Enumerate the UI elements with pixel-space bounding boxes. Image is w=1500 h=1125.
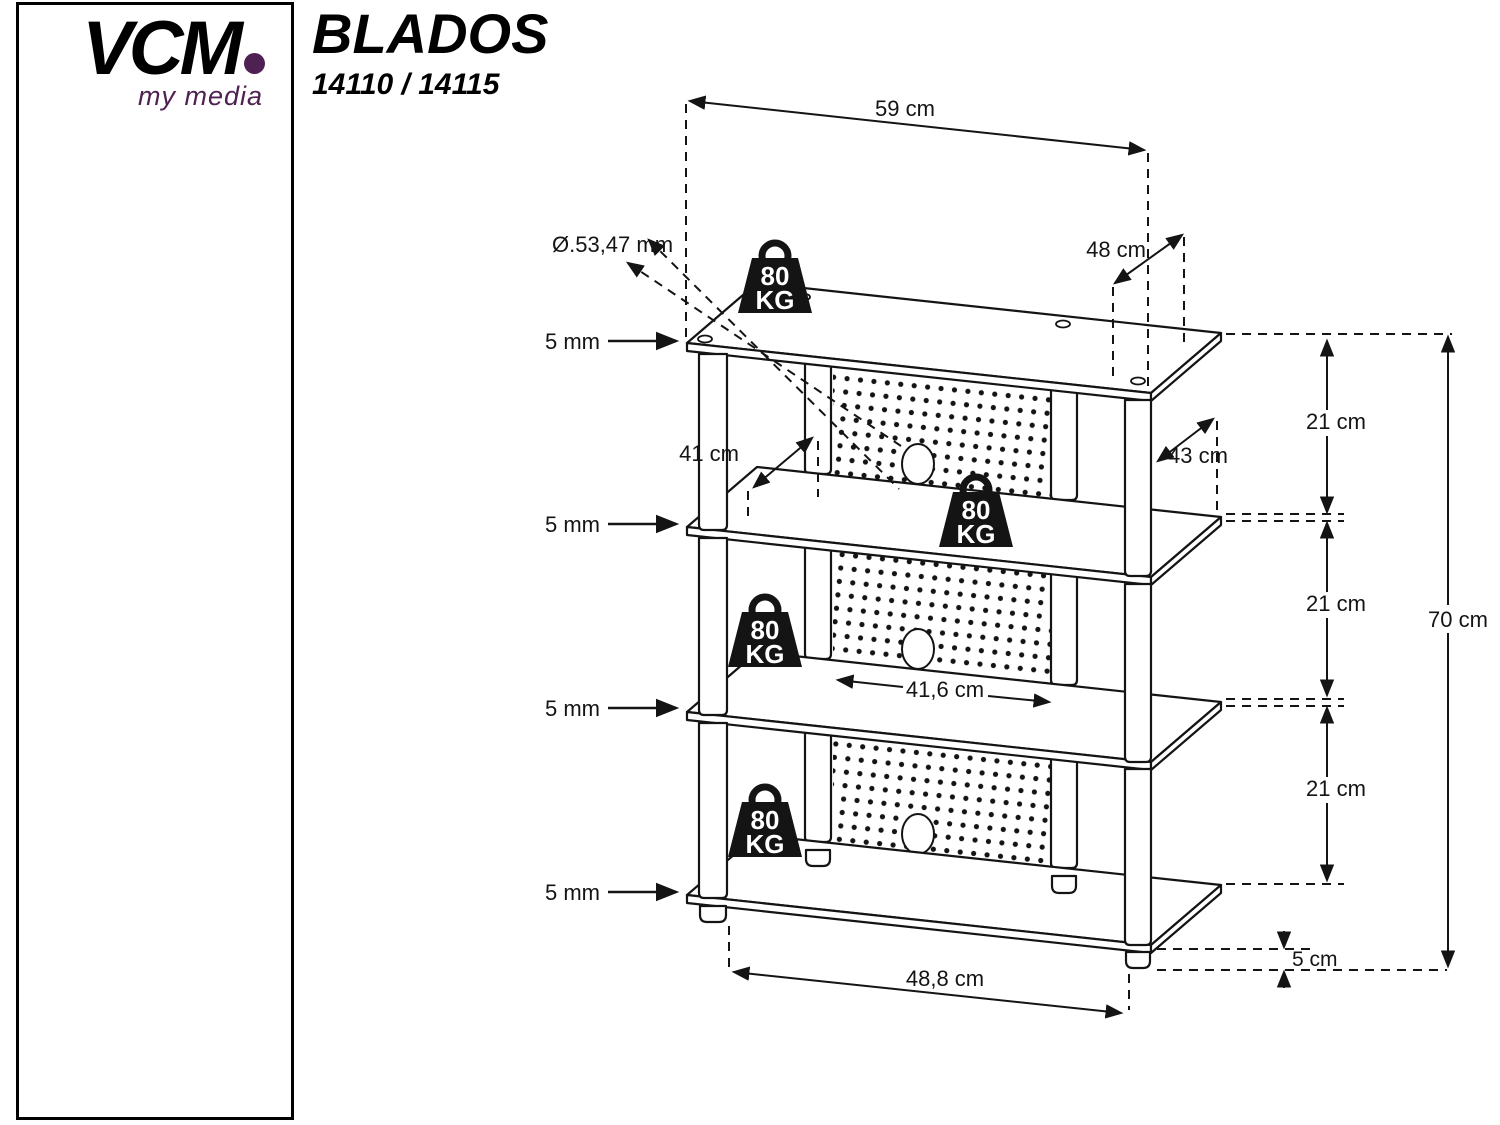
product-title: BLADOS bbox=[312, 2, 549, 65]
dim-foot-height: 5 cm bbox=[1292, 948, 1338, 971]
logo-tagline: my media bbox=[137, 81, 263, 111]
brand-panel: VCM my media bbox=[16, 2, 294, 1120]
weight-value: 80 bbox=[761, 261, 790, 291]
cable-hole bbox=[901, 813, 935, 855]
dim-glass-thickness-1: 5 mm bbox=[545, 329, 600, 354]
weight-unit: KG bbox=[756, 285, 795, 315]
dim-shelf-spacing-1: 21 cm bbox=[1306, 409, 1366, 434]
weight-value: 80 bbox=[962, 495, 991, 525]
dim-base-width: 48,8 cm bbox=[906, 966, 984, 991]
shelf-3 bbox=[685, 650, 1223, 772]
weight-icon bbox=[939, 492, 1013, 547]
cable-hole bbox=[901, 443, 935, 485]
weight-unit: KG bbox=[746, 639, 785, 669]
weight-badge-shelf2: 80 KG bbox=[939, 473, 1013, 549]
weight-value: 80 bbox=[751, 615, 780, 645]
dim-glass-thickness-2: 5 mm bbox=[545, 512, 600, 537]
weight-icon bbox=[728, 612, 802, 667]
logo-text: VCM bbox=[33, 11, 265, 87]
back-panels bbox=[833, 366, 1051, 866]
weight-badge-top: 80 KG bbox=[738, 239, 812, 315]
dim-glass-thickness-4: 5 mm bbox=[545, 880, 600, 905]
dim-glass-thickness-3: 5 mm bbox=[545, 696, 600, 721]
weight-unit: KG bbox=[957, 519, 996, 549]
product-model-numbers: 14110 / 14115 bbox=[312, 68, 500, 101]
dimension-annotations: 59 cm 48 cm Ø.53,47 mm 5 mm 5 mm 5 mm 5 … bbox=[545, 95, 1499, 1019]
weight-unit: KG bbox=[746, 829, 785, 859]
product-header: BLADOS 14110 / 14115 bbox=[312, 6, 548, 102]
weight-badge-shelf4: 80 KG bbox=[728, 783, 802, 859]
shelf-top bbox=[685, 281, 1223, 403]
front-legs bbox=[697, 352, 1153, 947]
dim-inner-depth: 43 cm bbox=[1168, 443, 1228, 468]
dim-shelf-spacing-3: 21 cm bbox=[1306, 776, 1366, 801]
dim-top-depth: 48 cm bbox=[1086, 237, 1146, 262]
dim-shelf-spacing-2: 21 cm bbox=[1306, 591, 1366, 616]
dim-inner-depth-top: 41 cm bbox=[679, 441, 739, 466]
logo-dot-icon bbox=[244, 53, 265, 74]
dim-hole-diameter: Ø.53,47 mm bbox=[552, 232, 673, 257]
weight-value: 80 bbox=[751, 805, 780, 835]
vcm-logo: VCM my media bbox=[33, 11, 265, 112]
dim-total-height: 70 cm bbox=[1428, 607, 1488, 632]
feet bbox=[698, 848, 1152, 970]
weight-icon bbox=[728, 802, 802, 857]
weight-icon bbox=[738, 258, 812, 313]
weight-badge-shelf3: 80 KG bbox=[728, 593, 802, 669]
dim-inner-width: 41,6 cm bbox=[906, 677, 984, 702]
dim-top-width: 59 cm bbox=[875, 96, 935, 121]
cable-hole bbox=[901, 628, 935, 670]
